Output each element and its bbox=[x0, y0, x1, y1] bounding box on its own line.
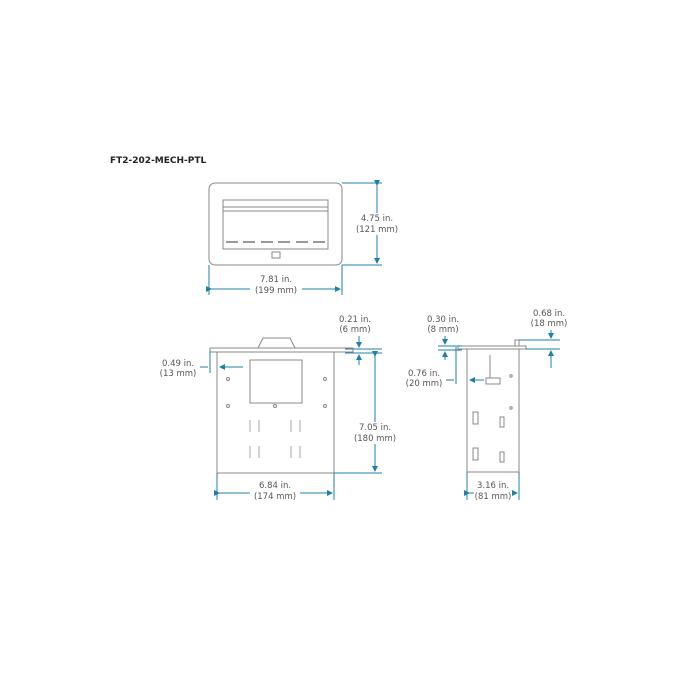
side-lid-mm: (18 mm) bbox=[531, 319, 568, 329]
front-width-mm: (199 mm) bbox=[255, 286, 297, 296]
side-top-in: 0.30 in. bbox=[427, 315, 459, 325]
side-inset-mm: (13 mm) bbox=[160, 369, 197, 379]
drawing-title: FT2-202-MECH-PTL bbox=[110, 156, 207, 166]
body-height-in: 7.05 in. bbox=[359, 423, 391, 433]
side-offset-in: 0.76 in. bbox=[408, 369, 440, 379]
side-lid-in: 0.68 in. bbox=[533, 309, 565, 319]
body-view bbox=[209, 337, 354, 474]
front-view bbox=[208, 182, 343, 266]
side-view bbox=[457, 339, 527, 473]
top-flange-in: 0.21 in. bbox=[339, 315, 371, 325]
body-width-mm: (174 mm) bbox=[254, 492, 296, 502]
side-depth-in: 3.16 in. bbox=[477, 481, 509, 491]
side-offset-mm: (20 mm) bbox=[406, 379, 443, 389]
body-height-mm: (180 mm) bbox=[354, 434, 396, 444]
body-width-in: 6.84 in. bbox=[259, 481, 291, 491]
side-depth-mm: (81 mm) bbox=[475, 492, 512, 502]
top-flange-mm: (6 mm) bbox=[339, 325, 370, 335]
front-height-in: 4.75 in. bbox=[361, 214, 393, 224]
side-top-mm: (8 mm) bbox=[427, 325, 458, 335]
front-height-mm: (121 mm) bbox=[356, 225, 398, 235]
side-inset-in: 0.49 in. bbox=[162, 359, 194, 369]
front-width-in: 7.81 in. bbox=[260, 275, 292, 285]
